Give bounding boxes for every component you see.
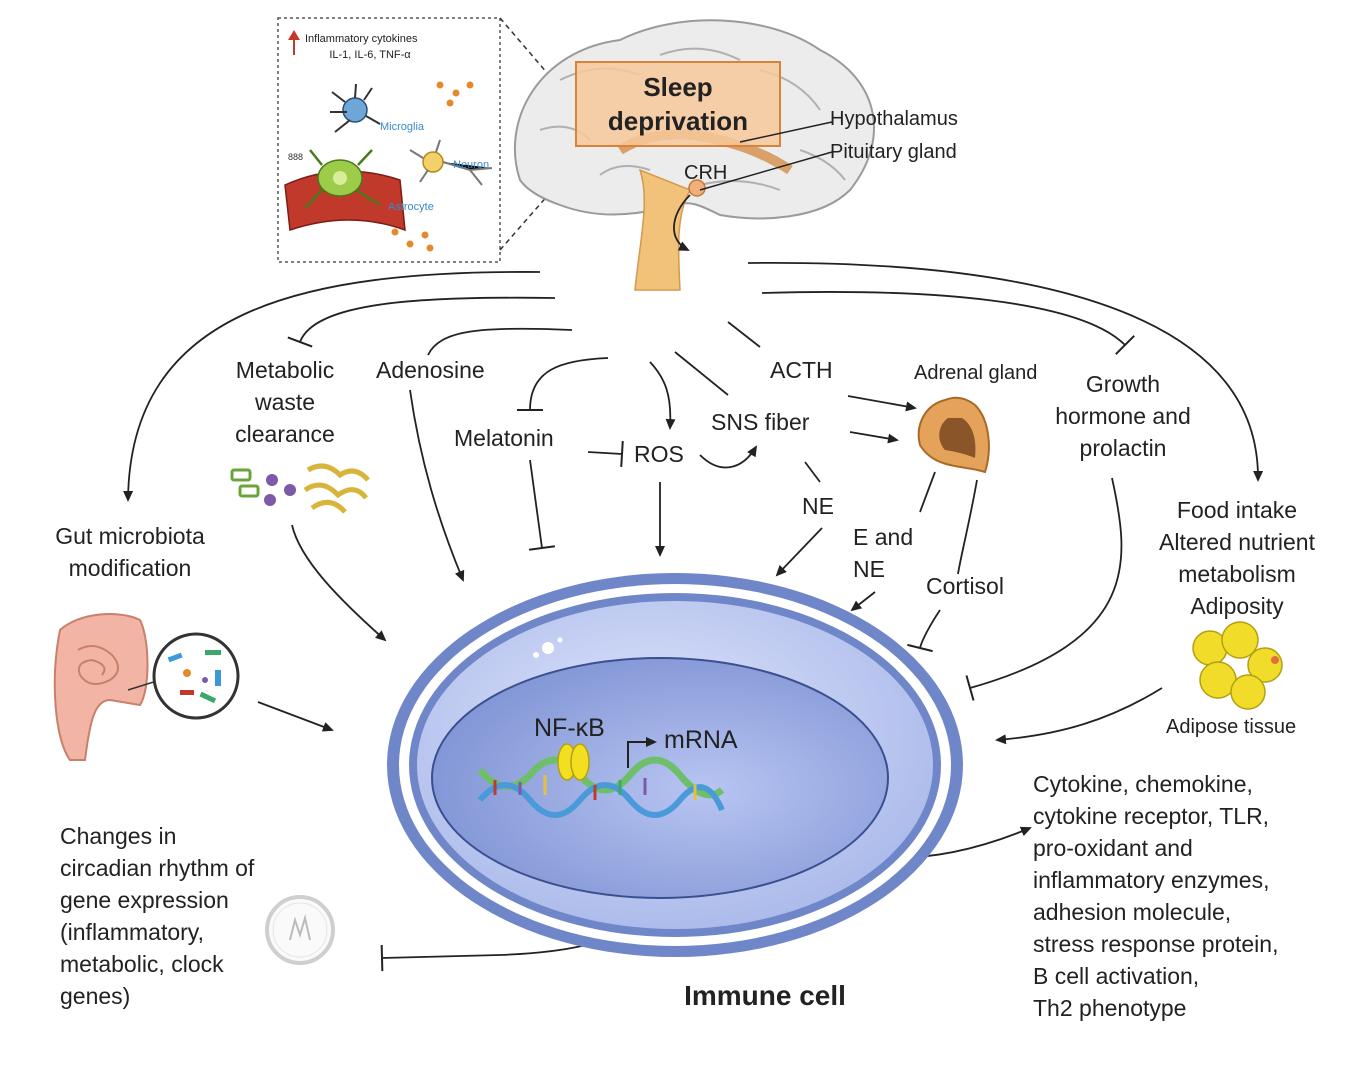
microglia-label: Microglia	[380, 121, 425, 133]
melatonin-label: Melatonin	[454, 425, 554, 451]
svg-text:888: 888	[288, 152, 303, 162]
clock-icon	[265, 895, 335, 965]
gut-microbiota-label: Gut microbiota modification	[55, 523, 205, 581]
metabolic-waste-label: Metabolic waste clearance	[235, 357, 335, 447]
ros-label: ROS	[634, 441, 684, 467]
up-arrow-icon	[288, 30, 300, 55]
astrocyte-label: Astrocyte	[388, 201, 434, 213]
acth-label: ACTH	[770, 357, 833, 383]
output-genes-label: Cytokine, chemokine, cytokine receptor, …	[1033, 771, 1279, 1021]
adipose-tissue-label: Adipose tissue	[1166, 716, 1297, 738]
inset-title-line2: IL-1, IL-6, TNF-α	[329, 49, 411, 61]
circadian-label: Changes in circadian rhythm of gene expr…	[60, 823, 255, 1009]
inset-panel: 888	[277, 17, 573, 263]
cytokine-dots-icon	[391, 81, 474, 252]
dna-icon	[477, 737, 725, 818]
microglia-icon	[330, 83, 381, 133]
hypothalamus-label: Hypothalamus	[830, 108, 958, 130]
sleep-title-line2: deprivation	[607, 106, 749, 136]
mrna-label: mRNA	[664, 726, 738, 754]
gut-icon	[53, 613, 240, 761]
pituitary-label: Pituitary gland	[830, 141, 957, 163]
cortisol-label: Cortisol	[926, 573, 1004, 599]
immune-cell-label: Immune cell	[684, 980, 846, 1011]
sleep-title-line1: Sleep	[643, 72, 713, 102]
neuron-label: Neuron	[453, 159, 490, 171]
crh-label: CRH	[684, 162, 728, 184]
e-and-ne-label: E and NE	[853, 524, 914, 582]
adrenal-gland-icon	[917, 396, 990, 474]
hypothalamus-pointer	[739, 121, 833, 143]
adrenal-gland-label: Adrenal gland	[914, 362, 1038, 384]
food-intake-label: Food intake Altered nutrient metabolism …	[1159, 497, 1315, 619]
growth-hormone-label: Growth hormone and prolactin	[1055, 371, 1191, 461]
crh-arrow	[673, 194, 691, 251]
sleep-deprivation-box	[575, 61, 781, 147]
inset-title-line1: Inflammatory cytokines	[305, 33, 418, 45]
adipose-tissue-icon	[1192, 621, 1283, 710]
ne-label: NE	[802, 493, 834, 519]
adenosine-label: Adenosine	[376, 357, 485, 383]
neuron-icon	[409, 139, 493, 186]
sns-fiber-label: SNS fiber	[711, 409, 810, 435]
astrocyte-icon	[284, 149, 406, 232]
nfkb-label: NF-κB	[534, 714, 605, 742]
pituitary-pointer	[699, 151, 833, 191]
metabolic-waste-icon	[230, 463, 370, 514]
